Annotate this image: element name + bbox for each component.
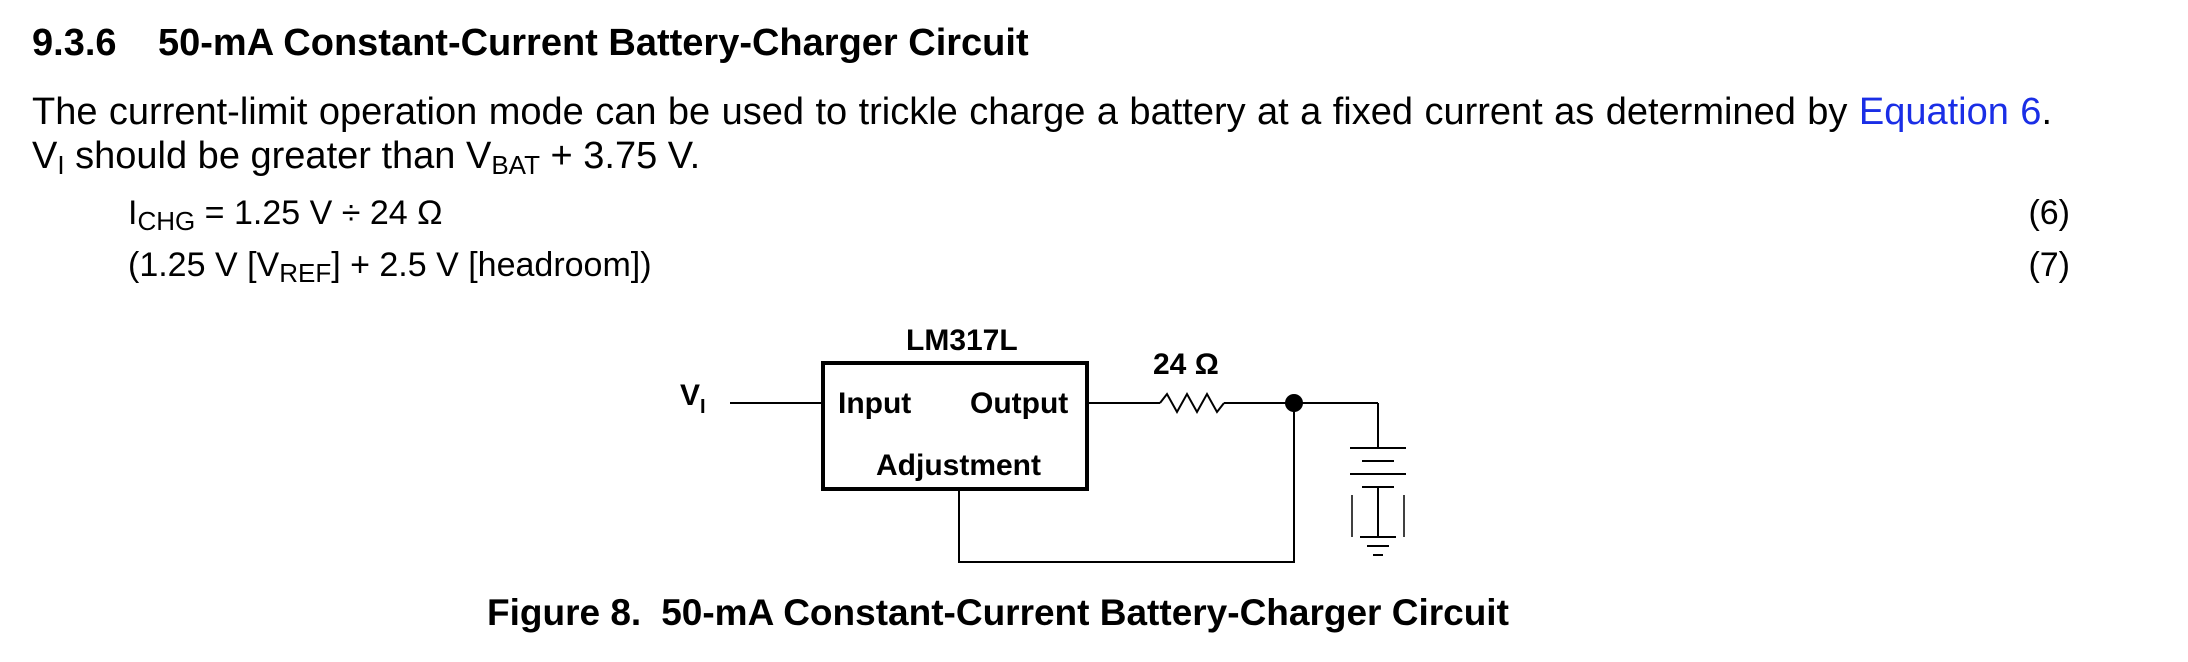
lm317l-box — [821, 361, 1089, 491]
figure-caption: Figure 8. 50-mA Constant-Current Battery-… — [487, 592, 1509, 634]
equation-text: ] + 2.5 V [headroom]) — [331, 246, 652, 284]
resistor-label: 24 Ω — [1153, 348, 1219, 381]
pin-adjustment-label: Adjustment — [876, 449, 1041, 482]
pin-output-label: Output — [970, 387, 1068, 420]
equation-text: (1.25 V [V — [128, 246, 280, 284]
equation-text: = 1.25 V ÷ 24 Ω — [195, 194, 443, 232]
source-label: VI — [680, 379, 706, 418]
figure-title: 50-mA Constant-Current Battery-Charger C… — [661, 592, 1509, 633]
subscript: I — [57, 150, 65, 180]
paragraph-text: + 3.75 V. — [539, 135, 701, 177]
equation-number: (6) — [2028, 194, 2070, 232]
equation-7: (1.25 V [VREF] + 2.5 V [headroom]) — [128, 246, 652, 288]
paragraph-text: should be greater than V — [64, 135, 492, 177]
body-paragraph: The current-limit operation mode can be … — [32, 90, 2052, 178]
section-heading: 9.3.6 50-mA Constant-Current Battery-Char… — [32, 22, 1029, 65]
equation-number: (7) — [2028, 246, 2070, 284]
section-number: 9.3.6 — [32, 22, 117, 64]
figure-number: Figure 8. — [487, 592, 642, 633]
subscript: CHG — [137, 206, 196, 236]
paragraph-text: . V — [32, 91, 2052, 177]
pin-input-label: Input — [838, 387, 911, 420]
resistor-symbol — [1159, 391, 1225, 415]
equation-text: I — [128, 194, 138, 232]
subscript: BAT — [491, 150, 540, 180]
section-title: 50-mA Constant-Current Battery-Charger C… — [158, 22, 1029, 64]
equation-6: ICHG = 1.25 V ÷ 24 Ω — [128, 194, 443, 236]
equation-6-link[interactable]: Equation 6 — [1858, 91, 2042, 133]
adjustment-wire — [958, 403, 1295, 563]
paragraph-text: The current-limit operation mode can be … — [32, 91, 1859, 133]
subscript: REF — [279, 258, 332, 288]
ic-name: LM317L — [906, 324, 1018, 357]
